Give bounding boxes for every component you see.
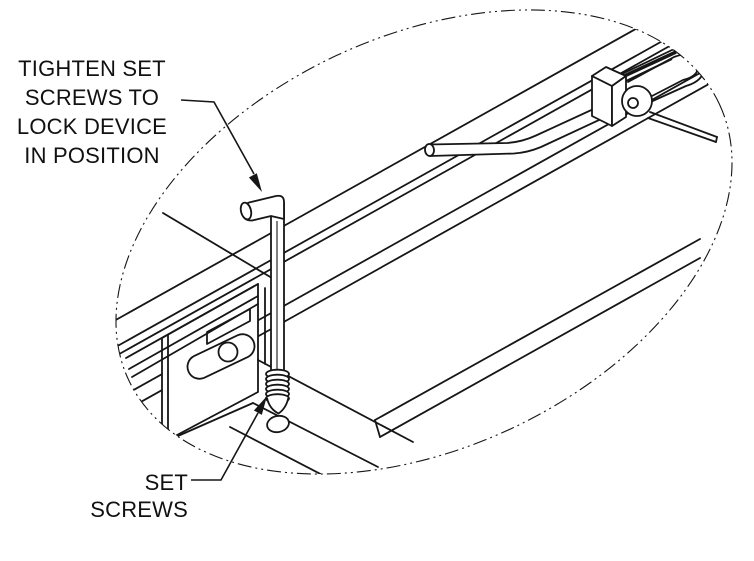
callout-line: SCREWS TO <box>24 85 160 110</box>
bracket-flange-line <box>128 295 259 370</box>
rod-tip <box>424 143 435 157</box>
detail-boundary-ellipse <box>115 9 733 475</box>
rail-line <box>79 0 751 368</box>
curl-inner <box>627 97 639 109</box>
bracket-face <box>161 283 259 444</box>
plate-thickness <box>374 419 381 438</box>
spring-curl <box>621 85 653 117</box>
callout-line: IN POSITION <box>24 143 160 168</box>
wire-end <box>715 136 718 143</box>
detail-view <box>79 0 751 494</box>
rail-line <box>79 0 751 377</box>
keyhole-circle <box>217 341 239 363</box>
screw-hole <box>266 414 290 434</box>
set-screws-leader-line <box>191 412 259 481</box>
set-screw <box>265 368 290 415</box>
screw-tip <box>266 396 290 415</box>
latch-block <box>591 66 627 127</box>
callout-line: SCREWS <box>90 497 188 522</box>
callout-line: TIGHTEN SET <box>18 56 166 81</box>
tighten-arrowhead <box>248 173 262 192</box>
rail-line <box>79 0 751 341</box>
plate-front-lower-edge <box>379 257 701 438</box>
hex-key-end-face <box>239 201 253 221</box>
wire-edge <box>647 117 717 143</box>
lip-shadow-line <box>619 50 677 80</box>
latch-wire <box>647 111 718 143</box>
tighten-leader-line <box>180 99 255 175</box>
block-right-face <box>611 75 627 127</box>
callout-leaders <box>180 99 267 481</box>
plate-front-edge <box>374 238 701 421</box>
tighten-set-screws-callout: TIGHTEN SET SCREWS TO LOCK DEVICE IN POS… <box>4 54 180 170</box>
callout-line: SET <box>144 470 188 495</box>
callout-line: LOCK DEVICE <box>16 114 168 139</box>
bracket-keyhole-slot <box>186 333 256 380</box>
set-screws-arrowhead <box>253 396 267 415</box>
mounting-bracket <box>125 283 266 444</box>
bracket-flange-line <box>125 283 259 359</box>
set-screws-callout: SET SCREWS <box>58 469 188 523</box>
chassis-plate <box>229 238 701 494</box>
panel-edge-line <box>162 212 278 282</box>
plate-near-edge <box>252 402 379 468</box>
bracket-slot <box>206 308 251 345</box>
plate-lower-edge <box>229 426 358 494</box>
wire-edge <box>649 111 718 138</box>
